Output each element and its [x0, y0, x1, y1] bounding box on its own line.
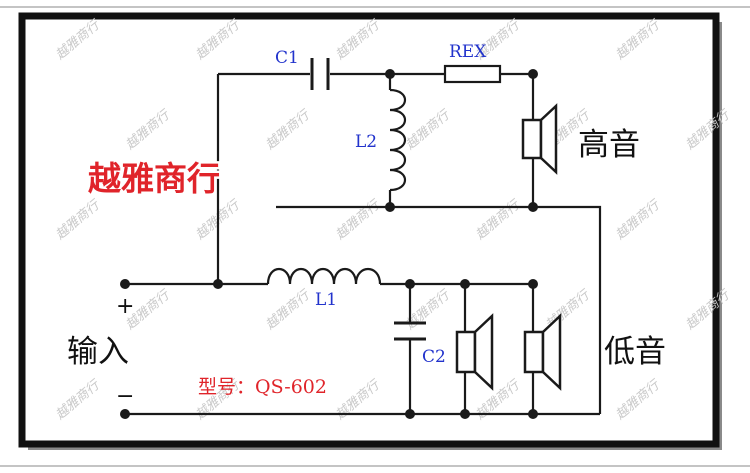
capacitor-c2	[394, 321, 426, 341]
label-woofer: 低音	[604, 334, 666, 370]
label-minus: −	[116, 384, 134, 409]
wire-tweeter-return	[276, 205, 602, 414]
frame	[18, 12, 720, 448]
label-input: 输入	[67, 334, 129, 370]
label-c1: C1	[275, 48, 299, 68]
label-l2: L2	[355, 132, 377, 152]
capacitor-c1	[310, 58, 330, 90]
inductor-l2	[389, 88, 407, 192]
junction-nodes	[120, 69, 538, 419]
label-c2: C2	[422, 347, 446, 367]
speaker-woofer2-icon	[523, 313, 562, 391]
label-plus: +	[116, 294, 134, 319]
wires	[125, 72, 602, 416]
label-tweeter: 高音	[578, 127, 640, 163]
inductor-l1	[266, 267, 382, 285]
label-rex: REX	[449, 42, 487, 62]
speaker-woofer1-icon	[455, 313, 494, 391]
brand-title: 越雅商行	[88, 159, 220, 198]
resistor-rex	[443, 64, 502, 84]
model-number: 型号：QS-602	[198, 376, 327, 398]
speaker-tweeter-icon	[521, 103, 558, 175]
label-l1: L1	[315, 290, 337, 310]
